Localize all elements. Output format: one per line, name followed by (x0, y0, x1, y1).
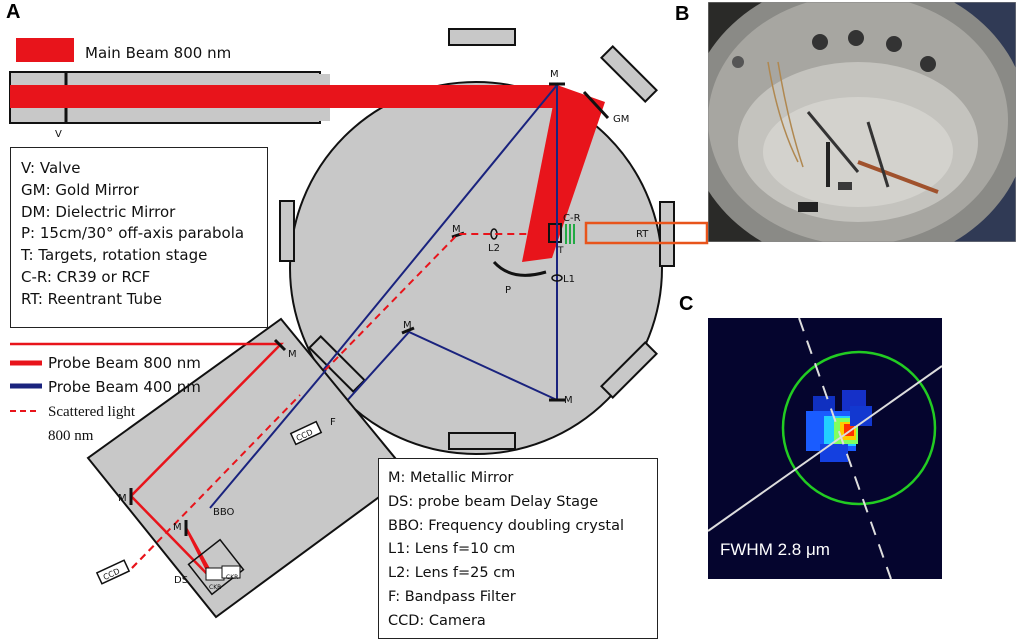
label-m-mid: M (452, 224, 461, 235)
fwhm-caption: FWHM 2.8 μm (720, 540, 830, 559)
legend-right: M: Metallic Mirror DS: probe beam Delay … (378, 458, 658, 639)
main-beam-swatch (16, 38, 74, 62)
probe-table (86, 317, 411, 619)
legend-right-item: CCD: Camera (388, 612, 486, 629)
port-upper-right (600, 45, 658, 103)
label-ckr-b: CKR (226, 574, 238, 581)
schematic-diagram: Main Beam 800 nm V M GM M L2 C-R RT P T … (9, 28, 709, 619)
reentrant-tube (584, 221, 709, 245)
label-l1: L1 (563, 274, 575, 285)
port-lower-right (600, 341, 658, 399)
ccd-inner (289, 420, 323, 446)
focused-beam (522, 85, 605, 262)
legend-right-item: L1: Lens f=10 cm (388, 541, 516, 558)
valve-mark: V (55, 129, 62, 140)
chamber-photo (708, 2, 1016, 242)
delay-stage (187, 538, 245, 596)
legend-left-item: V: Valve (21, 159, 81, 177)
label-rt: RT (636, 229, 649, 240)
legend-scattered-1: Scattered light (48, 404, 136, 420)
legend-left-item: DM: Dielectric Mirror (21, 202, 176, 221)
legend-left-item: P: 15cm/30° off-axis parabola (21, 224, 245, 243)
legend-left-item: GM: Gold Mirror (21, 180, 139, 199)
label-m-center: M (403, 320, 412, 331)
legend-right-item: M: Metallic Mirror (388, 470, 514, 486)
legend-probe-800: Probe Beam 800 nm (48, 354, 201, 372)
port-top (448, 28, 516, 46)
axis-solid (708, 365, 942, 532)
main-beam-label: Main Beam 800 nm (85, 44, 231, 62)
focal-spot-image: FWHM 2.8 μm (708, 318, 942, 579)
legend-left-item: T: Targets, rotation stage (21, 246, 208, 265)
legend-left-item: C-R: CR39 or RCF (21, 267, 151, 286)
legend-right-item: BBO: Frequency doubling crystal (388, 517, 625, 534)
legend-right-item: F: Bandpass Filter (388, 588, 516, 605)
main-beam (10, 85, 556, 108)
label-m-bottom: M (564, 395, 573, 406)
legend-scattered-2: 800 nm (48, 428, 94, 444)
legend-right-item: DS: probe beam Delay Stage (388, 493, 599, 510)
gold-mirror (582, 90, 610, 120)
label-f: F (330, 417, 336, 428)
panel-letter-c: C (679, 293, 694, 315)
label-bbo: BBO (213, 507, 235, 518)
port-right (659, 201, 675, 267)
ccd-outer (95, 559, 131, 585)
label-m-table-top: M (288, 349, 297, 360)
panel-letter-b: B (675, 3, 690, 25)
legend-right-item: L2: Lens f=25 cm (388, 565, 516, 582)
lens-l1 (551, 274, 563, 282)
label-ds: DS (174, 575, 188, 586)
label-m-table-small: M (173, 522, 182, 533)
port-left (279, 200, 295, 262)
probe-800-path (10, 342, 284, 581)
label-t: T (557, 246, 564, 256)
legend-left: V: Valve GM: Gold Mirror DM: Dielectric … (10, 147, 268, 328)
target-stage (548, 223, 562, 243)
fwhm-circle (781, 350, 937, 506)
label-p: P (505, 285, 511, 296)
label-gm: GM (613, 114, 629, 125)
label-ckr-a: CKR (209, 584, 221, 591)
label-cr: C-R (563, 213, 581, 224)
panel-letter-a: A (6, 1, 21, 23)
label-m-table-left: M (118, 493, 127, 504)
parabola-mirror (492, 260, 547, 277)
legend-left-item: RT: Reentrant Tube (21, 289, 162, 308)
label-m-top: M (550, 69, 559, 80)
port-lower-left (308, 335, 366, 393)
port-bottom (448, 432, 516, 450)
legend-probe-400: Probe Beam 400 nm (48, 378, 201, 396)
label-l2: L2 (488, 243, 500, 254)
